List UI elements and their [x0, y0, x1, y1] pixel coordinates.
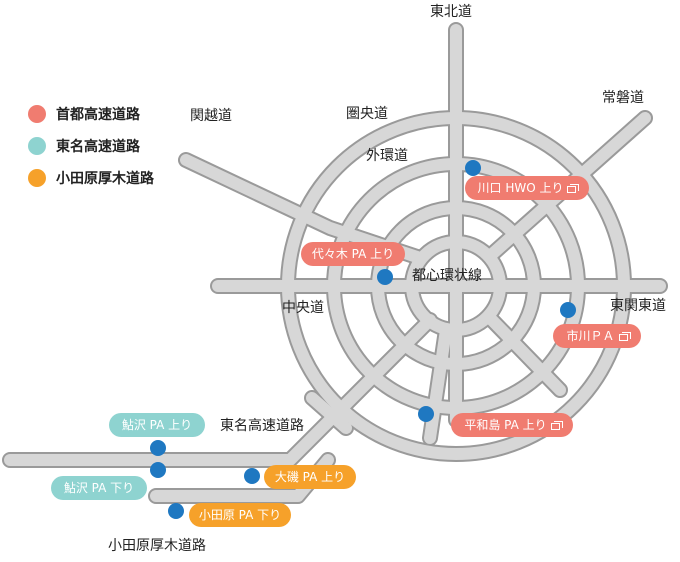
legend-item-odawara: 小田原厚木道路: [28, 168, 154, 188]
legend-label: 東名高速道路: [56, 139, 140, 155]
legend: 首都高速道路 東名高速道路 小田原厚木道路: [28, 104, 154, 200]
kawaguchi-marker[interactable]: [465, 160, 481, 176]
external-window-icon: [618, 332, 631, 341]
road-label-kenodo: 圏央道: [346, 106, 388, 122]
legend-label: 小田原厚木道路: [56, 171, 154, 187]
stop-label: 鮎沢 PA 下り: [63, 481, 135, 495]
stop-yoyogi-pa[interactable]: 代々木 PA 上り: [301, 242, 405, 266]
road-label-chuo: 中央道: [282, 300, 324, 316]
road-label-tohoku: 東北道: [430, 4, 472, 20]
stop-kawaguchi-hwo[interactable]: 川口 HWO 上り: [465, 176, 589, 200]
stop-heiwajima-pa[interactable]: 平和島 PA 上り: [451, 413, 573, 437]
odawara-pa-marker[interactable]: [168, 503, 184, 519]
se-spoke: [484, 312, 566, 396]
external-window-icon: [550, 421, 563, 430]
orange-dot-icon: [28, 169, 46, 187]
stop-oiso-pa[interactable]: 大磯 PA 上り: [264, 465, 356, 489]
stop-label: 代々木 PA 上り: [311, 247, 395, 261]
ichikawa-marker[interactable]: [560, 302, 576, 318]
stop-ayuzawa-pa-down[interactable]: 鮎沢 PA 下り: [51, 476, 147, 500]
stop-odawara-pa[interactable]: 小田原 PA 下り: [189, 503, 291, 527]
road-label-odawara: 小田原厚木道路: [108, 538, 206, 554]
stop-label: 大磯 PA 上り: [274, 470, 346, 484]
oiso-marker[interactable]: [244, 468, 260, 484]
stop-label: 小田原 PA 下り: [198, 508, 282, 522]
stop-label: 鮎沢 PA 上り: [121, 418, 193, 432]
road-label-higashikanto: 東関東道: [610, 298, 666, 314]
legend-item-shuto: 首都高速道路: [28, 104, 154, 124]
red-dot-icon: [28, 105, 46, 123]
road-label-toshin: 都心環状線: [412, 268, 482, 284]
road-label-gaikan: 外環道: [366, 148, 408, 164]
tomei-road: [4, 314, 436, 466]
legend-label: 首都高速道路: [56, 107, 140, 123]
road-label-joban: 常磐道: [602, 90, 644, 106]
stop-label: 平和島 PA 上り: [464, 418, 547, 432]
sw-spoke: [424, 324, 452, 444]
road-label-kanetsu: 関越道: [190, 108, 232, 124]
stop-label: 川口 HWO 上り: [477, 181, 564, 195]
stop-ayuzawa-pa-up[interactable]: 鮎沢 PA 上り: [109, 413, 205, 437]
yoyogi-marker[interactable]: [377, 269, 393, 285]
road-label-tomei: 東名高速道路: [220, 418, 304, 434]
stop-ichikawa-pa[interactable]: 市川ＰＡ: [553, 324, 641, 348]
ayuzawa-down-marker[interactable]: [150, 462, 166, 478]
legend-item-tomei: 東名高速道路: [28, 136, 154, 156]
tomei-branch: [306, 392, 352, 434]
heiwajima-marker[interactable]: [418, 406, 434, 422]
teal-dot-icon: [28, 137, 46, 155]
stop-label: 市川ＰＡ: [566, 329, 615, 343]
external-window-icon: [567, 184, 580, 193]
ayuzawa-up-marker[interactable]: [150, 440, 166, 456]
